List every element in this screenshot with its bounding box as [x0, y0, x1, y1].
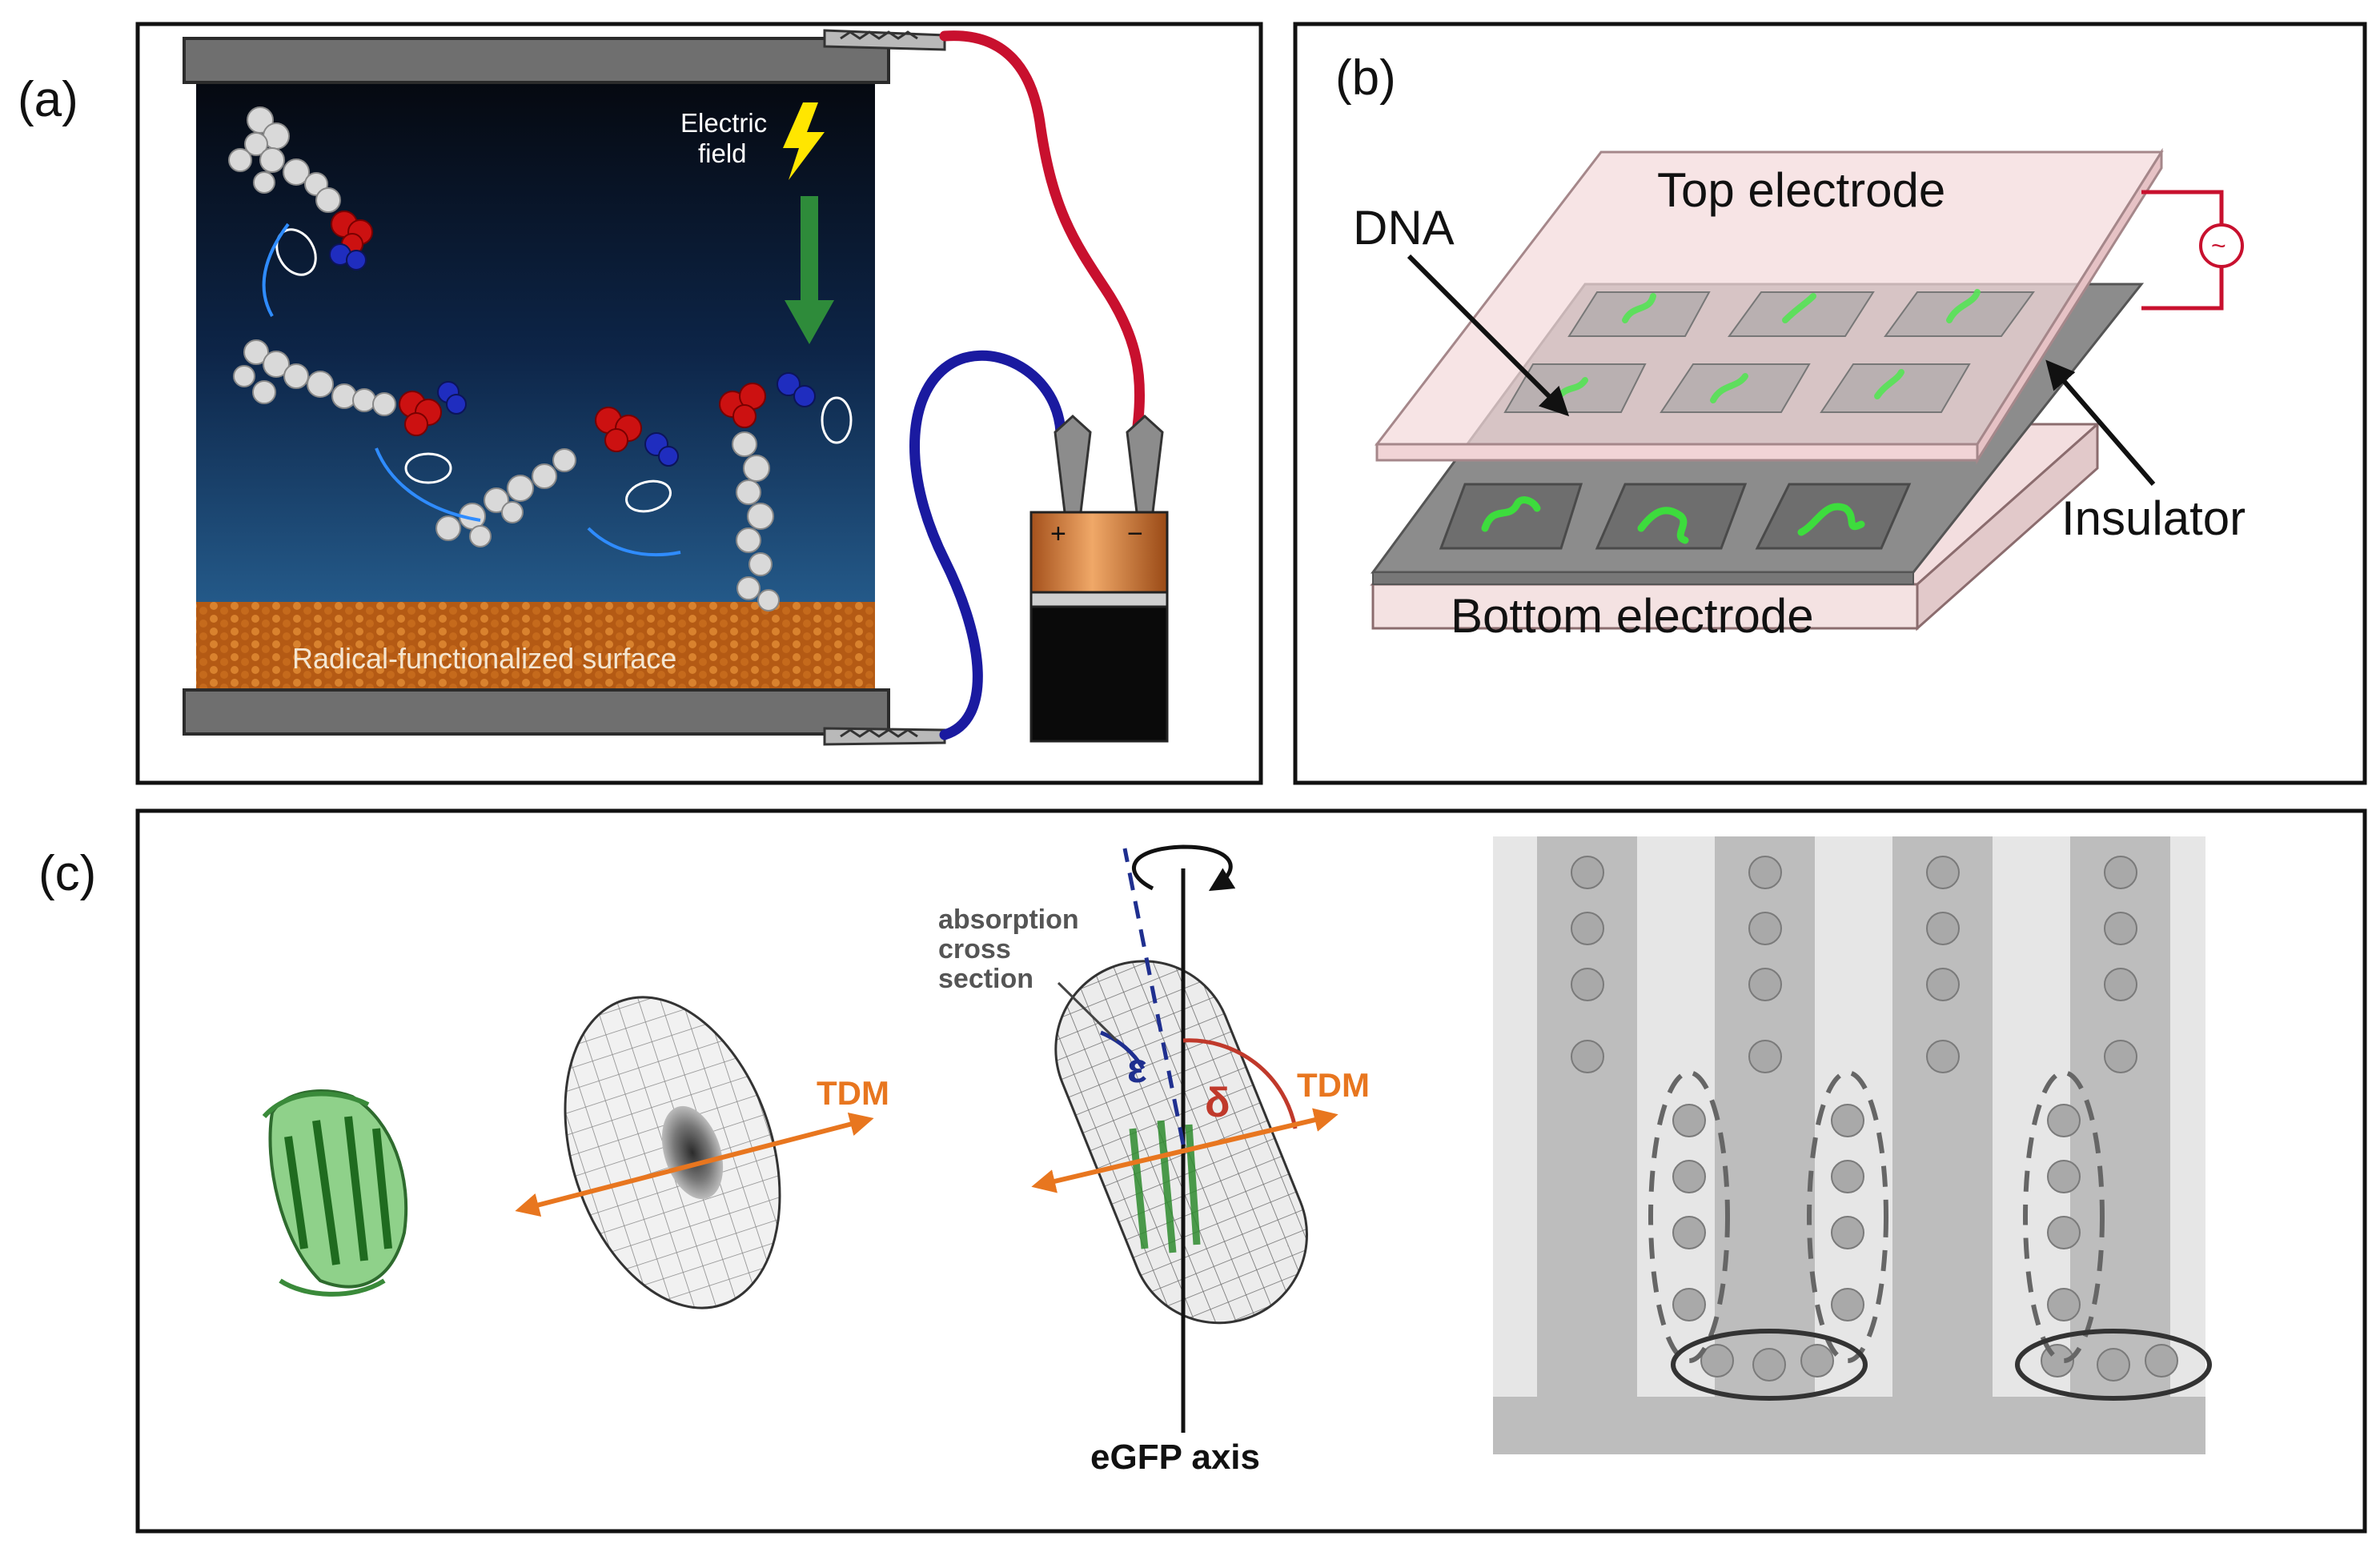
protein-particles [1571, 856, 2178, 1382]
tdm-label-right: TDM [1297, 1066, 1370, 1104]
battery-minus: − [1127, 519, 1143, 549]
insulator-front [1372, 571, 1914, 585]
panel-c-label: (c) [38, 846, 96, 901]
battery: + − [1029, 511, 1169, 743]
electric-field-label-1: Electric [680, 108, 767, 138]
egfp-axis-label: eGFP axis [1090, 1438, 1260, 1477]
panel-a-frame [135, 22, 1263, 785]
top-electrode-label: Top electrode [1657, 163, 1945, 217]
insulator-pointer-arrow [2045, 359, 2156, 486]
bottom-electrode-side [1916, 421, 2099, 632]
top-electrode-front [1375, 443, 1979, 462]
upper-wells [1503, 291, 2035, 413]
absorption-label-2: cross [938, 934, 1011, 964]
delta-symbol: δ [1205, 1080, 1230, 1126]
bottom-wells [1439, 483, 1912, 550]
top-plate [183, 37, 890, 84]
tdm-arrow-right [1031, 1108, 1338, 1193]
absorption-dipole-line [1122, 848, 1186, 1145]
panel-a-label: (a) [18, 72, 78, 127]
top-clip [823, 29, 946, 51]
bottom-plate [183, 688, 890, 736]
protein-4 [719, 372, 853, 612]
field-arrow-icon [785, 196, 834, 344]
epsilon-symbol: ε [1127, 1045, 1147, 1092]
panel-b: Top electrode Bottom electrode DNA Insul… [1353, 147, 2246, 643]
red-wire [939, 30, 1146, 438]
insulator-label: Insulator [2061, 491, 2246, 545]
electric-field-label-2: field [698, 138, 747, 168]
tdm-arrow-left [515, 1112, 874, 1217]
surface-label: Radical-functionalized surface [292, 642, 676, 675]
panel-a: Radical-functionalized surface + − [183, 29, 1169, 746]
battery-plus: + [1050, 519, 1066, 549]
protein-3 [435, 407, 679, 547]
dna-bottom [1481, 496, 1865, 544]
top-electrode-side [1976, 147, 2163, 465]
lightning-icon [783, 102, 825, 180]
panel-c: TDM TDM ε δ absorption cross section eGF… [262, 836, 2212, 1477]
bottom-clip [823, 727, 946, 746]
blue-wire [909, 350, 1066, 740]
motion-arcs [262, 223, 681, 557]
ac-source-symbol: ~ [2211, 231, 2226, 260]
absorption-label-3: section [938, 964, 1033, 994]
battery-clips [1054, 414, 1164, 514]
grouping-ellipses [1648, 1070, 2212, 1401]
nanochannel-array [1493, 836, 2205, 1454]
panel-c-frame [135, 808, 2367, 1534]
protein-2 [233, 339, 467, 484]
protein-1 [228, 106, 373, 276]
bottom-electrode-label: Bottom electrode [1451, 589, 1814, 643]
absorption-label-1: absorption [938, 904, 1079, 935]
dna-pointer-arrow [1407, 254, 1570, 417]
absorption-leader [1057, 981, 1118, 1042]
ac-source-icon [2199, 223, 2244, 268]
torus-icon [564, 996, 781, 1309]
panel-b-label: (b) [1335, 50, 1396, 106]
panel-b-frame [1293, 22, 2367, 785]
ac-wire [2141, 190, 2224, 311]
dna-label: DNA [1353, 201, 1455, 255]
epsilon-arc [1100, 1030, 1146, 1070]
rotation-arrow-icon [1132, 844, 1236, 892]
tdm-label-left: TDM [817, 1074, 889, 1112]
functionalized-surface [196, 602, 875, 693]
gfp-barrel-icon [262, 1089, 408, 1297]
